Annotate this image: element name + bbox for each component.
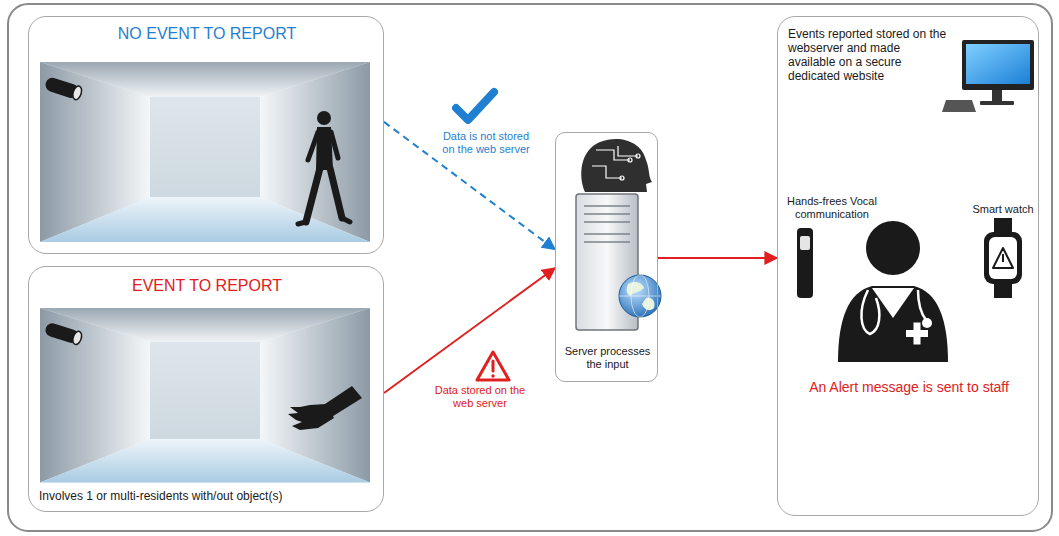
panel-title: EVENT TO REPORT xyxy=(29,277,385,296)
alert-text: An Alert message is sent to staff xyxy=(778,379,1040,396)
server-label: Server processes the input xyxy=(559,345,656,371)
checkmark-icon xyxy=(456,92,494,120)
panel-caption: Involves 1 or multi-residents with/out o… xyxy=(39,489,379,503)
walking-person xyxy=(298,111,350,224)
flow-arrow xyxy=(384,268,555,393)
event-panel: EVENT TO REPORT Involves 1 or multi-resid… xyxy=(28,266,384,512)
flow-arrow xyxy=(658,257,777,259)
doctor-icon xyxy=(838,221,948,362)
smart-watch-icon xyxy=(984,218,1022,298)
device-label: Smart watch xyxy=(968,203,1038,216)
edge-label: Data stored on the web server xyxy=(430,384,530,410)
flow-arrow xyxy=(384,122,555,250)
walkie-talkie-icon xyxy=(797,228,813,298)
room-illustration xyxy=(40,62,370,242)
server-box: Server processes the input xyxy=(555,132,658,382)
event-panel: NO EVENT TO REPORT xyxy=(28,16,384,254)
edge-label: Data is not stored on the web server xyxy=(440,130,532,156)
staff-panel: Events reported stored on the webserver … xyxy=(777,16,1039,516)
warning-icon xyxy=(477,352,509,380)
outer-frame xyxy=(8,4,1052,531)
monitor-icon xyxy=(942,40,1034,112)
fallen-hand xyxy=(288,386,362,430)
room-illustration xyxy=(40,308,370,483)
storage-note: Events reported stored on the webserver … xyxy=(788,27,950,84)
panel-title: NO EVENT TO REPORT xyxy=(29,25,385,44)
device-label: Hands-frees Vocal communication xyxy=(782,195,882,221)
server-icon xyxy=(576,139,661,330)
